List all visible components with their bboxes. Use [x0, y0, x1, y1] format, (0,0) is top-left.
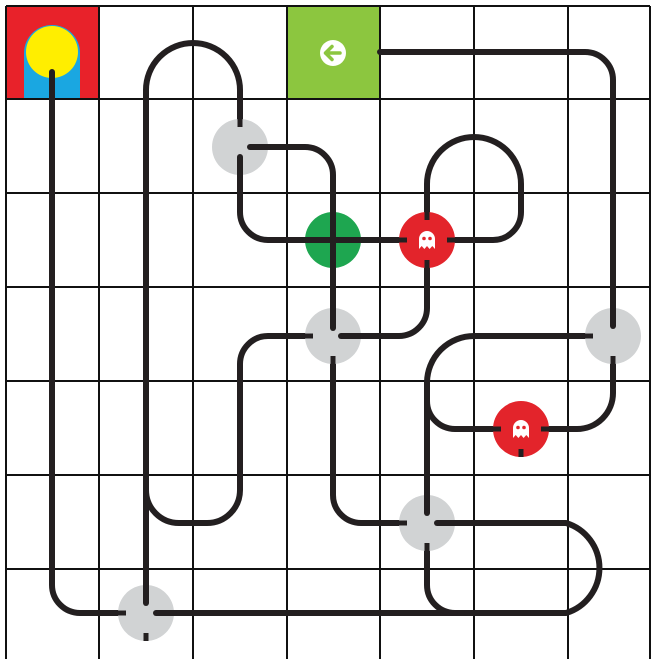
track-start-to-bottom-left: [52, 72, 118, 613]
junction-switch[interactable]: [118, 585, 174, 641]
ghost-enemy: [493, 401, 549, 457]
track-ghost-to-j2: [361, 268, 427, 336]
track-j2-down: [333, 364, 399, 523]
junction-switch[interactable]: [585, 308, 641, 364]
junction-switch[interactable]: [305, 308, 361, 364]
track-j4-down: [427, 551, 455, 613]
junction-switch[interactable]: [399, 495, 455, 551]
track-left-loop-branch: [146, 336, 305, 523]
exit-arrow-icon: [320, 40, 346, 66]
junction-switch[interactable]: [212, 119, 268, 175]
track-exit-to-j3: [380, 52, 613, 308]
track-j3-down: [549, 364, 613, 429]
exit-tile: [287, 6, 380, 99]
ghost-enemy: [399, 212, 455, 268]
track-ghost2-left: [427, 401, 493, 429]
